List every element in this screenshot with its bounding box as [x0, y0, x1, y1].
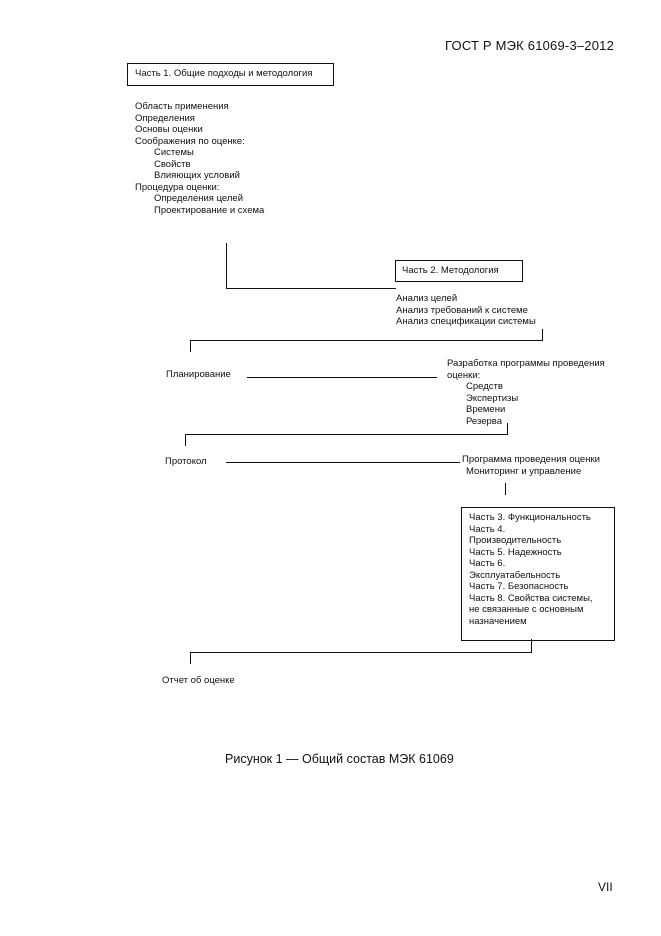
list-item: назначением	[469, 615, 527, 627]
list-item: Анализ требований к системе	[396, 304, 528, 316]
list-item: Часть 5. Надежность	[469, 546, 562, 558]
protocol-list: Программа проведения оценки Мониторинг и…	[462, 454, 600, 477]
list-item: Часть 6.	[469, 558, 506, 569]
list-item: Часть 7. Безопасность	[469, 581, 569, 592]
program-line: Разработка программы проведения	[447, 358, 605, 369]
connector-line	[226, 243, 227, 289]
list-item: Часть 3. Функциональность	[469, 512, 591, 523]
planning-label: Планирование	[166, 369, 231, 380]
list-item: Эксплуатабельность	[469, 569, 561, 581]
list-item: Влияющих условий	[154, 170, 240, 181]
list-item: Анализ спецификации системы	[396, 316, 536, 327]
connector-line	[531, 639, 532, 653]
list-item: Часть 8. Свойства системы,	[469, 592, 593, 604]
connector-line	[226, 288, 396, 289]
list-item: не связанные с основным	[469, 604, 584, 615]
part1-box: Часть 1. Общие подходы и методология	[127, 63, 334, 86]
connector-line	[190, 340, 191, 352]
connector-line	[507, 423, 508, 435]
connector-line	[226, 462, 460, 463]
protocol-label: Протокол	[165, 456, 207, 467]
connector-line	[185, 434, 508, 435]
list-item: Мониторинг и управление	[466, 465, 582, 477]
page-number: VII	[598, 880, 613, 894]
list-item: Определения	[135, 112, 195, 124]
part2-title: Часть 2. Методология	[402, 265, 499, 276]
list-item: Соображения по оценке:	[135, 135, 245, 147]
report-label: Отчет об оценке	[162, 675, 235, 686]
connector-line	[542, 329, 543, 341]
part1-title: Часть 1. Общие подходы и методология	[135, 68, 313, 79]
list-item: Определения целей	[154, 193, 244, 204]
list-item: Средств	[466, 381, 503, 392]
list-item: Экспертизы	[466, 392, 519, 404]
connector-line	[247, 377, 437, 378]
list-item: Процедура оценки:	[135, 181, 220, 193]
list-item: Основы оценки	[135, 124, 203, 135]
list-item: Анализ целей	[396, 293, 458, 304]
connector-line	[190, 652, 532, 653]
parts-box: Часть 3. Функциональность Часть 4. Произ…	[461, 507, 615, 641]
list-item: Производительность	[469, 535, 562, 546]
list-item: Проектирование и схема	[154, 204, 265, 216]
figure-caption: Рисунок 1 — Общий состав МЭК 61069	[225, 752, 454, 766]
document-header: ГОСТ Р МЭК 61069-3–2012	[445, 38, 615, 53]
part1-list: Область применения Определения Основы оц…	[135, 101, 264, 216]
list-item: Резерва	[466, 415, 503, 427]
list-item: Времени	[466, 404, 506, 415]
connector-line	[190, 340, 543, 341]
connector-line	[505, 483, 506, 495]
part2-list: Анализ целей Анализ требований к системе…	[396, 293, 536, 328]
list-item: Свойств	[154, 158, 191, 170]
connector-line	[190, 652, 191, 664]
planning-program: Разработка программы проведения оценки: …	[447, 358, 605, 427]
list-item: Область применения	[135, 101, 229, 112]
list-item: Системы	[154, 147, 194, 158]
list-item: Часть 4.	[469, 523, 506, 535]
parts-list: Часть 3. Функциональность Часть 4. Произ…	[469, 512, 593, 627]
connector-line	[185, 434, 186, 446]
list-item: Программа проведения оценки	[462, 454, 600, 465]
program-line: оценки:	[447, 369, 481, 381]
part2-box: Часть 2. Методология	[395, 260, 523, 282]
